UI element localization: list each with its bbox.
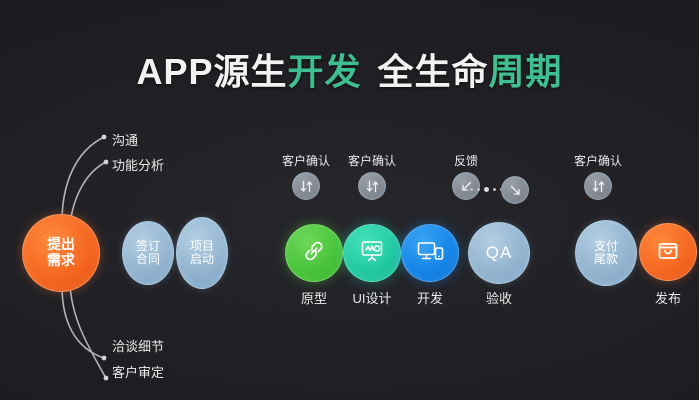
flow-node-final-payment[interactable]: 支付尾款 bbox=[575, 220, 637, 286]
shopping-bag-icon bbox=[654, 236, 682, 267]
branch-label-communication: 沟通 bbox=[112, 133, 139, 148]
marker-confirm-uidesign[interactable]: 客户确认 bbox=[340, 152, 404, 200]
up-down-arrows-icon bbox=[358, 172, 386, 200]
marker-label: 客户确认 bbox=[573, 154, 622, 168]
marker-confirm-prototype[interactable]: 客户确认 bbox=[274, 152, 338, 200]
flow-node-kickoff[interactable]: 项目启动 bbox=[176, 217, 228, 289]
flow-node-caption-uidesign: UI设计 bbox=[352, 291, 392, 306]
branch-label-negotiate-details: 洽谈细节 bbox=[112, 339, 165, 354]
whiteboard-icon bbox=[357, 236, 387, 269]
flow-node-caption-qa: 验收 bbox=[485, 291, 512, 306]
flow-node-label: 项目启动 bbox=[189, 238, 214, 266]
flow-node-uidesign[interactable] bbox=[343, 224, 401, 282]
flow-node-label: 支付尾款 bbox=[593, 238, 618, 266]
marker-feedback[interactable]: 反馈 bbox=[434, 152, 498, 200]
up-down-arrows-icon bbox=[292, 172, 320, 200]
title-segment-4: 周期 bbox=[488, 51, 563, 92]
marker-feedback-return[interactable] bbox=[500, 176, 530, 204]
branch-endpoint-dots bbox=[101, 134, 109, 381]
flow-node-label: 提出需求 bbox=[47, 236, 75, 268]
branch-wires-bottom bbox=[61, 284, 107, 379]
branch-label-client-approval: 客户审定 bbox=[112, 365, 165, 380]
flow-node-requirement[interactable]: 提出需求 bbox=[22, 214, 100, 292]
marker-label: 客户确认 bbox=[281, 154, 330, 168]
marker-label: 客户确认 bbox=[347, 154, 396, 168]
arrow-down-right-icon bbox=[501, 176, 529, 204]
marker-confirm-payment[interactable]: 客户确认 bbox=[566, 152, 630, 200]
flow-node-label: QA bbox=[485, 243, 513, 263]
flow-node-caption-prototype: 原型 bbox=[300, 291, 327, 306]
page-title: APP源生开发全生命周期 bbox=[0, 52, 699, 92]
flow-node-contract[interactable]: 签订合同 bbox=[122, 221, 174, 285]
flow-node-caption-release: 发布 bbox=[654, 291, 681, 306]
arrow-down-left-icon bbox=[452, 172, 480, 200]
chain-link-icon bbox=[300, 237, 328, 268]
up-down-arrows-icon bbox=[584, 172, 612, 200]
flow-node-prototype[interactable] bbox=[285, 224, 343, 282]
flow-node-caption-development: 开发 bbox=[416, 291, 443, 306]
flow-node-release[interactable] bbox=[639, 223, 697, 281]
title-segment-3: 全生命 bbox=[377, 51, 489, 92]
title-segment-1: APP源生 bbox=[136, 51, 288, 92]
devices-icon bbox=[414, 236, 446, 269]
branch-label-function-analysis: 功能分析 bbox=[112, 158, 165, 173]
flow-node-qa[interactable]: QA bbox=[468, 222, 530, 284]
feedback-dotted-connector bbox=[470, 187, 503, 192]
branch-wires-top bbox=[61, 136, 107, 224]
flow-node-label: 签订合同 bbox=[135, 238, 160, 266]
title-segment-2: 开发 bbox=[287, 51, 362, 92]
marker-label: 反馈 bbox=[453, 154, 478, 168]
flow-node-development[interactable] bbox=[401, 224, 459, 282]
